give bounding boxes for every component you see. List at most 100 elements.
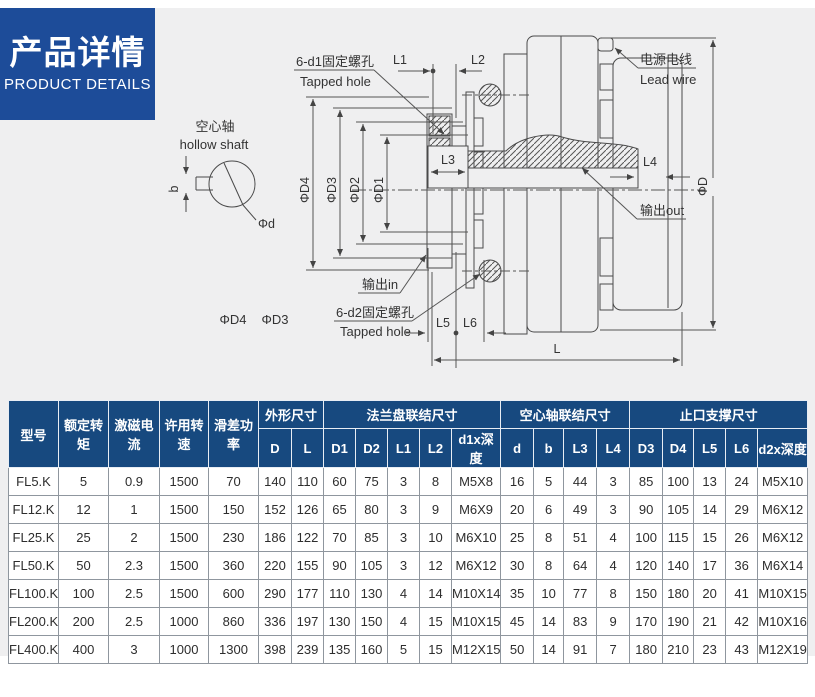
value-cell: 398	[258, 635, 292, 664]
tapped-hole-bottom-label-en: Tapped hole	[340, 324, 411, 339]
value-cell: 8	[533, 523, 565, 552]
value-cell: M10X15	[757, 579, 809, 608]
value-cell: 35	[500, 579, 535, 608]
value-cell: 3	[387, 467, 421, 496]
hollow-shaft-label-zh: 空心轴	[195, 119, 234, 134]
model-cell: FL50.K	[8, 551, 59, 580]
group-header-flange: 法兰盘联结尺寸	[323, 400, 502, 429]
value-cell: 1500	[159, 551, 209, 580]
value-cell: 7	[596, 635, 631, 664]
value-cell: 186	[258, 523, 292, 552]
value-cell: M12X15	[451, 635, 502, 664]
value-cell: 77	[563, 579, 598, 608]
value-cell: 85	[629, 467, 664, 496]
value-cell: 21	[693, 607, 727, 636]
value-cell: 4	[387, 579, 421, 608]
value-cell: 170	[629, 607, 664, 636]
lead-wire-label-en: Lead wire	[640, 72, 696, 87]
group-header-hollow-shaft: 空心轴联结尺寸	[500, 400, 631, 429]
banner-title-zh: 产品详情	[9, 33, 146, 71]
sub-header: L2	[419, 428, 453, 468]
value-cell: 400	[58, 635, 109, 664]
value-cell: 9	[419, 495, 453, 524]
model-cell: FL5.K	[8, 467, 59, 496]
spec-table-header: 型号 额定转矩 激磁电流 许用转速 滑差功率 外形尺寸 法兰盘联结尺寸 空心轴联…	[8, 400, 809, 468]
value-cell: 150	[208, 495, 259, 524]
dims-l3-l4	[431, 169, 690, 180]
input-hub	[427, 145, 469, 189]
dim-l-label: L	[554, 342, 561, 356]
value-cell: 1000	[159, 635, 209, 664]
value-cell: 152	[258, 495, 292, 524]
value-cell: 126	[290, 495, 325, 524]
sub-header: L3	[563, 428, 598, 468]
value-cell: 2.5	[108, 607, 160, 636]
sub-header: D1	[323, 428, 357, 468]
value-cell: M10X14	[451, 579, 502, 608]
value-cell: 91	[563, 635, 598, 664]
value-cell: 14	[693, 495, 727, 524]
value-cell: 1	[108, 495, 160, 524]
value-cell: 150	[355, 607, 389, 636]
value-cell: 49	[563, 495, 598, 524]
value-cell: 45	[500, 607, 535, 636]
dim-phid3-label: ΦD3	[325, 177, 339, 203]
value-cell: 210	[662, 635, 695, 664]
value-cell: 200	[58, 607, 109, 636]
sub-header: D	[258, 428, 292, 468]
value-cell: 3	[596, 467, 631, 496]
dim-phid1-label: ΦD1	[372, 177, 386, 203]
value-cell: 64	[563, 551, 598, 580]
value-cell: 10	[419, 523, 453, 552]
value-cell: 75	[355, 467, 389, 496]
dim-phid4-label: ΦD4	[298, 177, 312, 203]
value-cell: 177	[290, 579, 325, 608]
value-cell: 70	[208, 467, 259, 496]
value-cell: 860	[208, 607, 259, 636]
sub-header: L4	[596, 428, 631, 468]
value-cell: 1500	[159, 523, 209, 552]
value-cell: 2.5	[108, 579, 160, 608]
dim-b-label: b	[167, 185, 181, 192]
callout-tapped-hole-bottom	[334, 273, 481, 322]
bottom-phid4-label: ΦD4	[220, 312, 247, 327]
value-cell: 42	[725, 607, 759, 636]
col-header-speed: 许用转速	[159, 400, 209, 468]
col-header-model: 型号	[8, 400, 59, 468]
model-cell: FL12.K	[8, 495, 59, 524]
value-cell: 180	[662, 579, 695, 608]
value-cell: 120	[629, 551, 664, 580]
value-cell: 220	[258, 551, 292, 580]
value-cell: 4	[596, 551, 631, 580]
dim-l1-label: L1	[393, 53, 407, 67]
value-cell: 14	[419, 579, 453, 608]
value-cell: M6X12	[757, 495, 809, 524]
value-cell: 8	[419, 467, 453, 496]
dim-l2-label: L2	[471, 53, 485, 67]
value-cell: 20	[500, 495, 535, 524]
value-cell: 44	[563, 467, 598, 496]
value-cell: 20	[693, 579, 727, 608]
bottom-phid3-label: ΦD3	[262, 312, 289, 327]
value-cell: 1300	[208, 635, 259, 664]
dim-phid-label: ΦD	[696, 177, 710, 196]
value-cell: 239	[290, 635, 325, 664]
sub-header: d	[500, 428, 535, 468]
value-cell: 80	[355, 495, 389, 524]
value-cell: 14	[533, 635, 565, 664]
value-cell: 41	[725, 579, 759, 608]
tapped-hole-top-label-en: Tapped hole	[300, 74, 371, 89]
value-cell: M6X12	[451, 551, 502, 580]
value-cell: 15	[419, 635, 453, 664]
value-cell: M10X16	[757, 607, 809, 636]
lead-wire-terminal	[597, 37, 614, 52]
value-cell: 23	[693, 635, 727, 664]
value-cell: 85	[355, 523, 389, 552]
value-cell: 16	[500, 467, 535, 496]
value-cell: 1500	[159, 495, 209, 524]
value-cell: 29	[725, 495, 759, 524]
value-cell: M5X8	[451, 467, 502, 496]
